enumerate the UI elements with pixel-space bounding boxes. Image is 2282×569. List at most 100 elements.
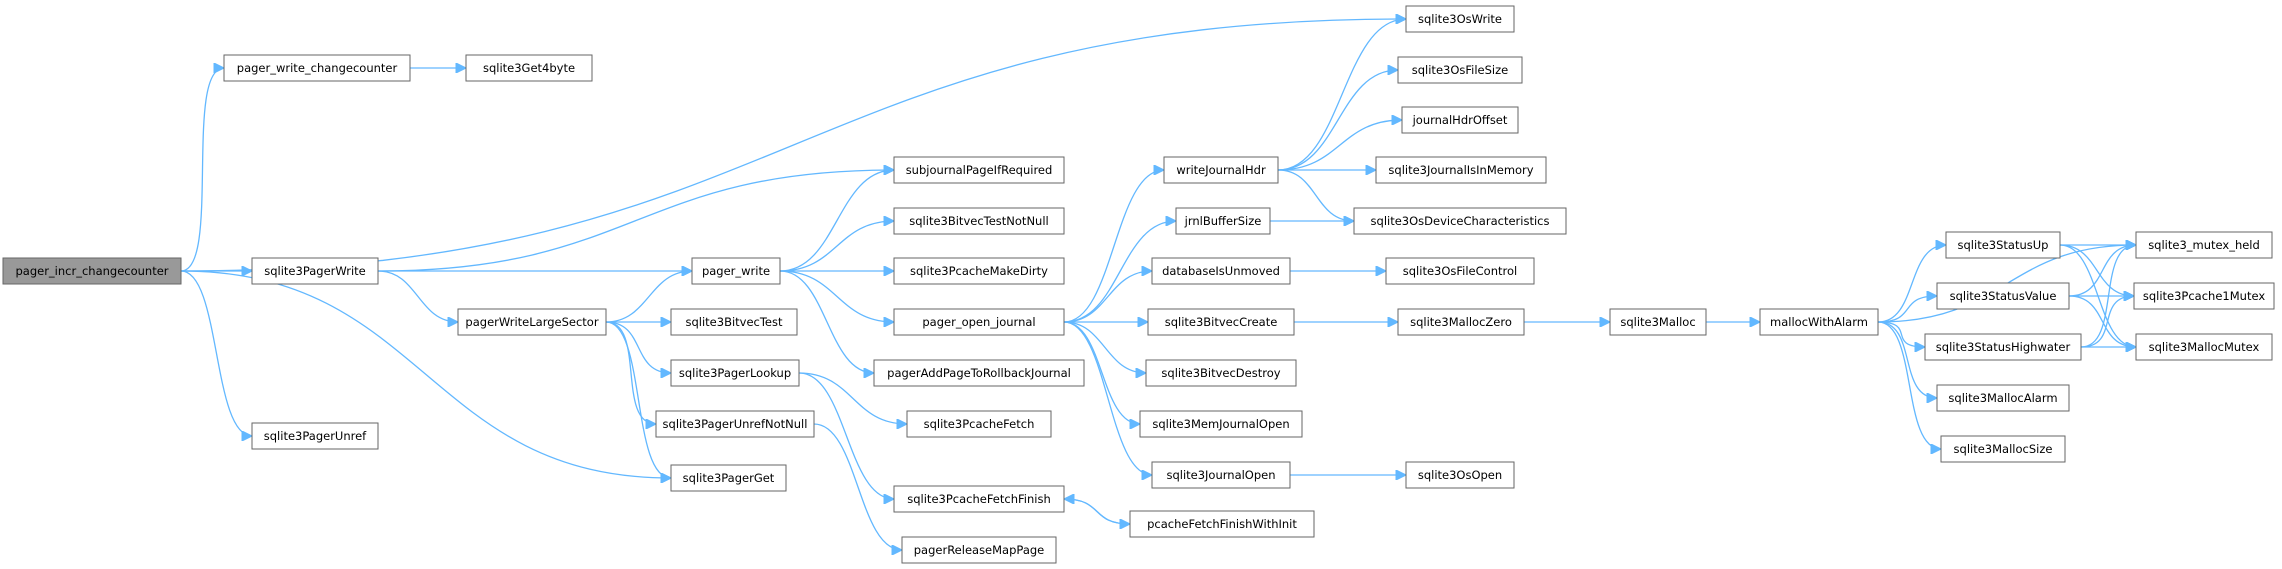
edge-sqlite3pagerwrite-to-pagerwritelargesector	[377, 270, 458, 322]
node-sqlite3bitvectest[interactable]: sqlite3BitvecTest	[670, 308, 798, 336]
node-sqlite3mallocalarm[interactable]: sqlite3MallocAlarm	[1936, 384, 2070, 412]
node-box	[901, 536, 1057, 564]
edge-pager-incr-changecounter-to-sqlite3oswrite	[180, 19, 1406, 272]
node-mallocwithalarm[interactable]: mallocWithAlarm	[1759, 308, 1879, 336]
edge-pager-open-journal-to-jrnlbuffersize	[1063, 221, 1176, 323]
edge-pcachefetchfinishwithinit-to-sqlite3pcachefetchfinish	[1064, 499, 1131, 525]
node-label: sqlite3BitvecTestNotNull	[909, 214, 1048, 228]
edge-pager-open-journal-to-databaseisunmoved	[1063, 271, 1152, 323]
node-pagerwritelargesector[interactable]: pagerWriteLargeSector	[457, 308, 607, 336]
node-label: sqlite3StatusValue	[1950, 289, 2057, 303]
node-sqlite3pagerunref[interactable]: sqlite3PagerUnref	[251, 422, 379, 450]
node-box	[1163, 156, 1279, 184]
node-box	[1129, 510, 1315, 538]
node-journalhdroffset[interactable]: journalHdrOffset	[1401, 106, 1519, 134]
node-sqlite3journalisinmemory[interactable]: sqlite3JournalIsInMemory	[1375, 156, 1547, 184]
node-box	[465, 54, 593, 82]
node-label: sqlite3Malloc	[1620, 315, 1695, 329]
node-databaseisunmoved[interactable]: databaseIsUnmoved	[1151, 257, 1291, 285]
node-sqlite3pagerwrite[interactable]: sqlite3PagerWrite	[251, 257, 379, 285]
node-sqlite3malloc[interactable]: sqlite3Malloc	[1609, 308, 1707, 336]
edge-pagerwritelargesector-to-sqlite3pagerunrefnotnull	[605, 321, 656, 424]
node-sqlite3pagerget[interactable]: sqlite3PagerGet	[670, 464, 787, 492]
node-pager-open-journal[interactable]: pager_open_journal	[893, 308, 1065, 336]
node-writejournalhdr[interactable]: writeJournalHdr	[1163, 156, 1279, 184]
node-pagerreleasemappage[interactable]: pagerReleaseMapPage	[901, 536, 1057, 564]
node-sqlite3statusup[interactable]: sqlite3StatusUp	[1945, 231, 2061, 259]
node-sqlite3bitvecdestroy[interactable]: sqlite3BitvecDestroy	[1145, 359, 1297, 387]
node-sqlite3statushighwater[interactable]: sqlite3StatusHighwater	[1924, 333, 2082, 361]
node-box	[251, 257, 379, 285]
node-label: sqlite3MallocMutex	[2149, 340, 2260, 354]
node-sqlite3mallocmutex[interactable]: sqlite3MallocMutex	[2135, 333, 2273, 361]
node-box	[893, 257, 1065, 285]
node-pager-write-changecounter[interactable]: pager_write_changecounter	[223, 54, 411, 82]
edge-mallocwithalarm-to-sqlite3statushighwater	[1877, 321, 1925, 347]
node-label: pagerAddPageToRollbackJournal	[887, 366, 1071, 380]
node-pcachefetchfinishwithinit[interactable]: pcacheFetchFinishWithInit	[1129, 510, 1315, 538]
node-box	[670, 464, 787, 492]
node-sqlite3pcache1mutex[interactable]: sqlite3Pcache1Mutex	[2133, 282, 2275, 310]
node-pager-incr-changecounter[interactable]: pager_incr_changecounter	[2, 257, 182, 285]
node-subjournalpageifrequired[interactable]: subjournalPageIfRequired	[893, 156, 1065, 184]
node-sqlite3pcachefetchfinish[interactable]: sqlite3PcacheFetchFinish	[893, 485, 1065, 513]
node-label: mallocWithAlarm	[1770, 315, 1868, 329]
edge-sqlite3statusvalue-to-sqlite3mallocmutex	[2068, 295, 2136, 347]
node-label: sqlite3MemJournalOpen	[1152, 417, 1289, 431]
node-sqlite3mallocsize[interactable]: sqlite3MallocSize	[1940, 435, 2066, 463]
node-sqlite3osdevicecharacteristics[interactable]: sqlite3OsDeviceCharacteristics	[1353, 207, 1567, 235]
node-label: sqlite3MallocSize	[1954, 442, 2053, 456]
node-label: sqlite3PagerLookup	[679, 366, 791, 380]
node-sqlite3bitvectestnotnull[interactable]: sqlite3BitvecTestNotNull	[893, 207, 1065, 235]
node-label: sqlite3BitvecTest	[685, 315, 783, 329]
edge-pager-open-journal-to-sqlite3journalopen	[1063, 321, 1152, 475]
node-sqlite3bitveccreate[interactable]: sqlite3BitvecCreate	[1147, 308, 1295, 336]
node-sqlite3pcachefetch[interactable]: sqlite3PcacheFetch	[906, 410, 1052, 438]
node-label: pager_open_journal	[922, 315, 1035, 329]
node-sqlite3get4byte[interactable]: sqlite3Get4byte	[465, 54, 593, 82]
node-label: sqlite3MallocZero	[1410, 315, 1512, 329]
edge-pager-write-to-sqlite3bitvectestnotnull	[779, 221, 894, 272]
edge-pagerwritelargesector-to-sqlite3pagerlookup	[605, 321, 671, 373]
node-sqlite3journalopen[interactable]: sqlite3JournalOpen	[1151, 461, 1291, 489]
edge-pager-incr-changecounter-to-sqlite3pagerunref	[180, 270, 253, 436]
node-label: writeJournalHdr	[1176, 163, 1266, 177]
node-label: sqlite3PagerUnref	[264, 429, 367, 443]
node-sqlite3pagerlookup[interactable]: sqlite3PagerLookup	[670, 359, 800, 387]
node-pageraddpagetorollbackjournal[interactable]: pagerAddPageToRollbackJournal	[873, 359, 1085, 387]
node-box	[251, 422, 379, 450]
node-box	[1139, 410, 1303, 438]
node-sqlite3memjournalopen[interactable]: sqlite3MemJournalOpen	[1139, 410, 1303, 438]
edge-writejournalhdr-to-sqlite3oswrite	[1277, 19, 1406, 171]
node-label: sqlite3PagerWrite	[264, 264, 366, 278]
node-sqlite3pcachemakedirty[interactable]: sqlite3PcacheMakeDirty	[893, 257, 1065, 285]
node-box	[2135, 333, 2273, 361]
node-box	[1397, 308, 1525, 336]
node-label: pagerWriteLargeSector	[465, 315, 598, 329]
edge-mallocwithalarm-to-sqlite3mallocalarm	[1877, 321, 1937, 398]
node-sqlite3oswrite[interactable]: sqlite3OsWrite	[1405, 5, 1515, 33]
node-label: sqlite3PcacheFetch	[924, 417, 1035, 431]
edge-sqlite3statusvalue-to-sqlite3-mutex-held	[2068, 245, 2136, 297]
node-label: sqlite3OsWrite	[1418, 12, 1502, 26]
node-sqlite3osopen[interactable]: sqlite3OsOpen	[1405, 461, 1515, 489]
edge-writejournalhdr-to-journalhdroffset	[1277, 120, 1402, 171]
node-box	[691, 257, 781, 285]
node-sqlite3osfilecontrol[interactable]: sqlite3OsFileControl	[1385, 257, 1535, 285]
node-label: databaseIsUnmoved	[1162, 264, 1280, 278]
node-sqlite3osfilesize[interactable]: sqlite3OsFileSize	[1397, 56, 1523, 84]
node-jrnlbuffersize[interactable]: jrnlBufferSize	[1175, 207, 1271, 235]
node-box	[1609, 308, 1707, 336]
node-sqlite3statusvalue[interactable]: sqlite3StatusValue	[1936, 282, 2070, 310]
node-label: sqlite3BitvecCreate	[1165, 315, 1278, 329]
node-box	[893, 308, 1065, 336]
node-pager-write[interactable]: pager_write	[691, 257, 781, 285]
node-box	[670, 359, 800, 387]
node-label: jrnlBufferSize	[1184, 214, 1262, 228]
node-label: sqlite3BitvecDestroy	[1161, 366, 1280, 380]
node-sqlite3malloczero[interactable]: sqlite3MallocZero	[1397, 308, 1525, 336]
node-sqlite3-mutex-held[interactable]: sqlite3_mutex_held	[2135, 231, 2273, 259]
node-box	[1924, 333, 2082, 361]
node-sqlite3pagerunrefnotnull[interactable]: sqlite3PagerUnrefNotNull	[655, 410, 815, 438]
node-box	[873, 359, 1085, 387]
